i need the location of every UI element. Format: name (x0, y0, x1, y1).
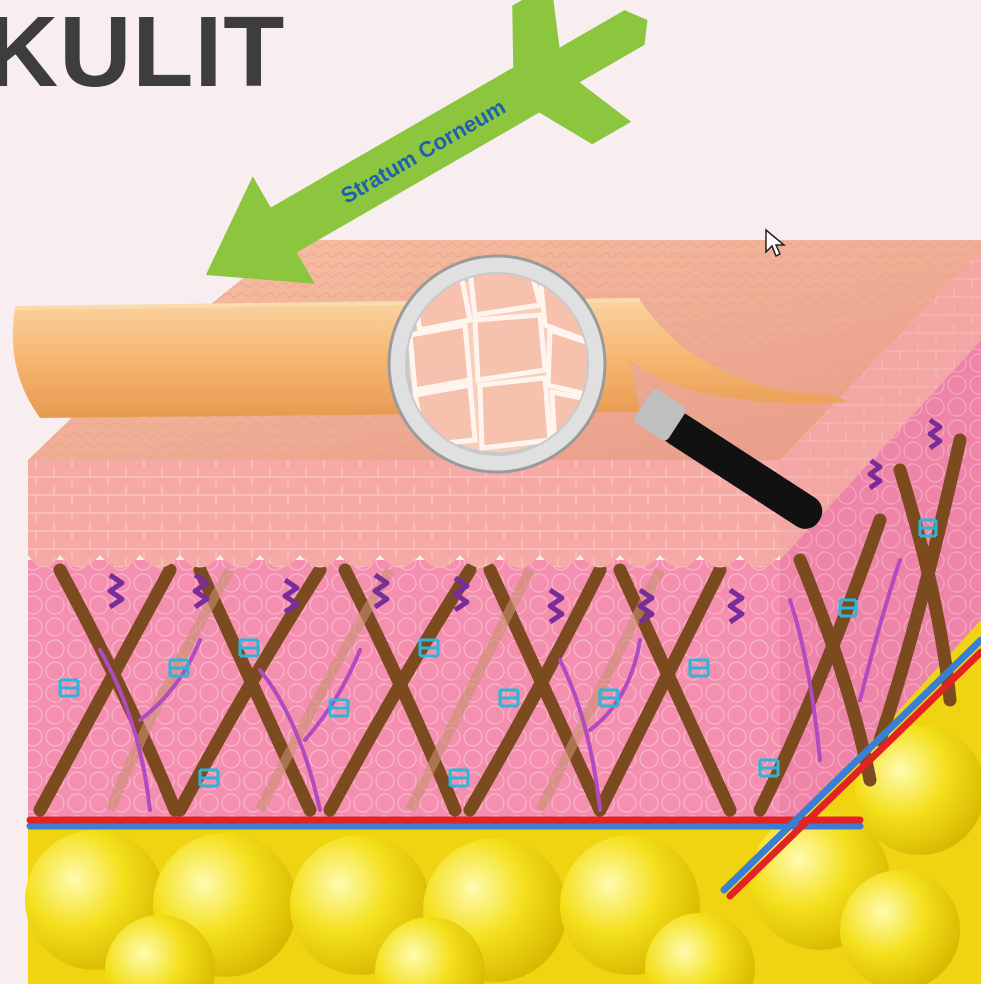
arrow-label: Stratum Corneum (336, 94, 509, 209)
